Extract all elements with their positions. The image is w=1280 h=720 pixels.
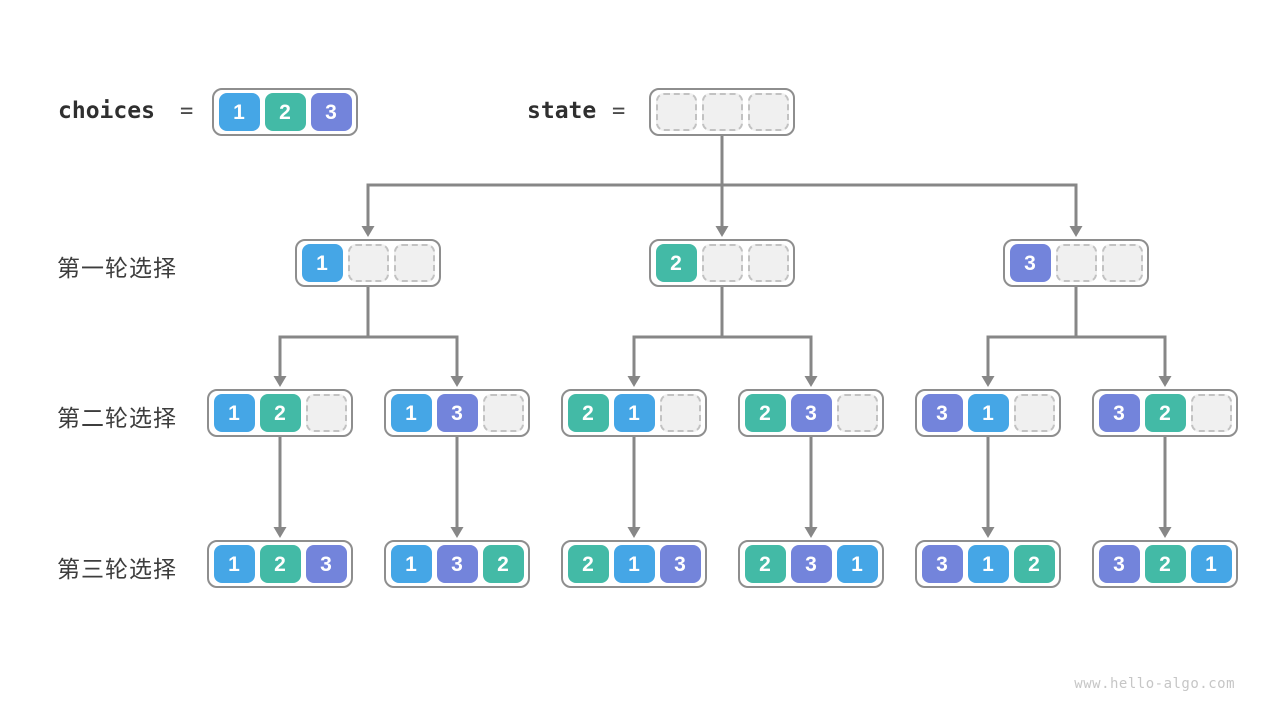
- empty-cell: [393, 244, 435, 282]
- value-cell-2: 2: [567, 545, 609, 583]
- value-cell-3: 3: [1098, 394, 1140, 432]
- row-label-2: 第二轮选择: [57, 405, 177, 431]
- value-cell-3: 3: [1009, 244, 1051, 282]
- value-cell-3: 3: [921, 394, 963, 432]
- state-array-box: [649, 88, 795, 136]
- empty-cell: [482, 394, 524, 432]
- value-cell-3: 3: [921, 545, 963, 583]
- state-equals-sign: =: [612, 99, 626, 124]
- value-cell-3: 3: [305, 545, 347, 583]
- value-cell-1: 1: [390, 394, 432, 432]
- value-cell-3: 3: [310, 93, 352, 131]
- value-cell-2: 2: [259, 394, 301, 432]
- empty-cell: [659, 394, 701, 432]
- value-cell-1: 1: [967, 545, 1009, 583]
- row-label-1: 第一轮选择: [57, 255, 177, 281]
- empty-cell: [347, 244, 389, 282]
- choices-equals-sign: =: [180, 99, 194, 124]
- value-cell-1: 1: [218, 93, 260, 131]
- value-cell-3: 3: [436, 545, 478, 583]
- empty-cell: [1013, 394, 1055, 432]
- value-cell-3: 3: [659, 545, 701, 583]
- state-node-r1-3: 3: [1003, 239, 1149, 287]
- row-label-3: 第三轮选择: [57, 556, 177, 582]
- value-cell-3: 3: [790, 394, 832, 432]
- empty-cell: [1055, 244, 1097, 282]
- empty-cell: [701, 244, 743, 282]
- value-cell-2: 2: [1144, 545, 1186, 583]
- value-cell-1: 1: [301, 244, 343, 282]
- value-cell-2: 2: [264, 93, 306, 131]
- value-cell-2: 2: [1013, 545, 1055, 583]
- empty-cell: [747, 244, 789, 282]
- state-label: state: [527, 98, 597, 124]
- value-cell-2: 2: [655, 244, 697, 282]
- empty-cell: [1190, 394, 1232, 432]
- state-node-r1-2: 2: [649, 239, 795, 287]
- value-cell-2: 2: [259, 545, 301, 583]
- empty-cell: [655, 93, 697, 131]
- value-cell-2: 2: [1144, 394, 1186, 432]
- value-cell-1: 1: [613, 394, 655, 432]
- value-cell-1: 1: [1190, 545, 1232, 583]
- value-cell-2: 2: [744, 545, 786, 583]
- empty-cell: [747, 93, 789, 131]
- value-cell-1: 1: [836, 545, 878, 583]
- value-cell-2: 2: [567, 394, 609, 432]
- choices-label: choices: [58, 98, 155, 124]
- value-cell-2: 2: [482, 545, 524, 583]
- empty-cell: [1101, 244, 1143, 282]
- empty-cell: [836, 394, 878, 432]
- empty-cell: [701, 93, 743, 131]
- watermark: www.hello-algo.com: [1074, 676, 1235, 692]
- value-cell-3: 3: [1098, 545, 1140, 583]
- value-cell-1: 1: [967, 394, 1009, 432]
- state-node-r1-1: 1: [295, 239, 441, 287]
- value-cell-3: 3: [790, 545, 832, 583]
- value-cell-1: 1: [613, 545, 655, 583]
- value-cell-2: 2: [744, 394, 786, 432]
- empty-cell: [305, 394, 347, 432]
- value-cell-3: 3: [436, 394, 478, 432]
- value-cell-1: 1: [390, 545, 432, 583]
- value-cell-1: 1: [213, 545, 255, 583]
- value-cell-1: 1: [213, 394, 255, 432]
